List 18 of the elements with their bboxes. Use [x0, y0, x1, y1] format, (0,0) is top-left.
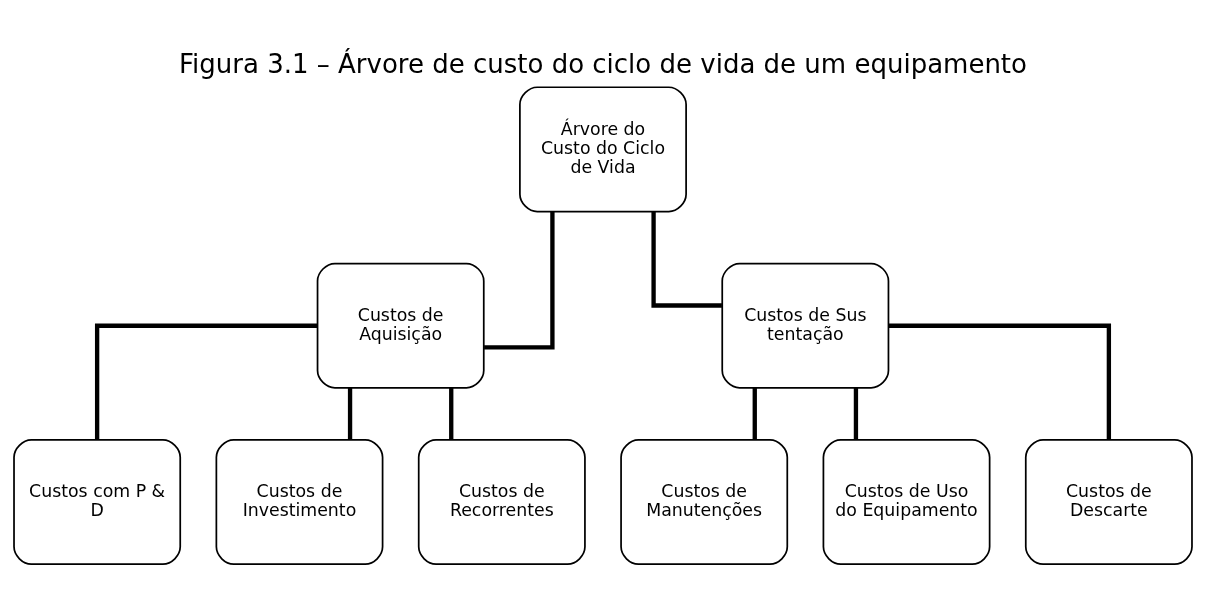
connector	[888, 323, 1112, 440]
connector	[94, 323, 318, 440]
node-box: Custos de Aquisição	[316, 262, 485, 389]
node-box: Custos de Sus tentação	[721, 262, 890, 389]
node-box: Custos de Investimento	[215, 438, 384, 565]
node-box: Custos de Manutenções	[620, 438, 789, 565]
connector	[347, 387, 353, 440]
node-box: Custos de Recorrentes	[417, 438, 586, 565]
diagram-title: Figura 3.1 – Árvore de custo do ciclo de vida de um equipamento	[179, 48, 1027, 79]
node-box: Custos com P & D	[13, 438, 182, 565]
connector	[853, 387, 859, 440]
node-box: Custos de Uso do Equipamento	[822, 438, 991, 565]
connector	[752, 387, 757, 440]
connector	[484, 211, 555, 350]
node-box: Árvore do Custo do Ciclo de Vida	[519, 85, 687, 212]
connector	[449, 387, 454, 440]
connector	[651, 211, 722, 308]
node-box: Custos de Descarte	[1024, 438, 1193, 565]
